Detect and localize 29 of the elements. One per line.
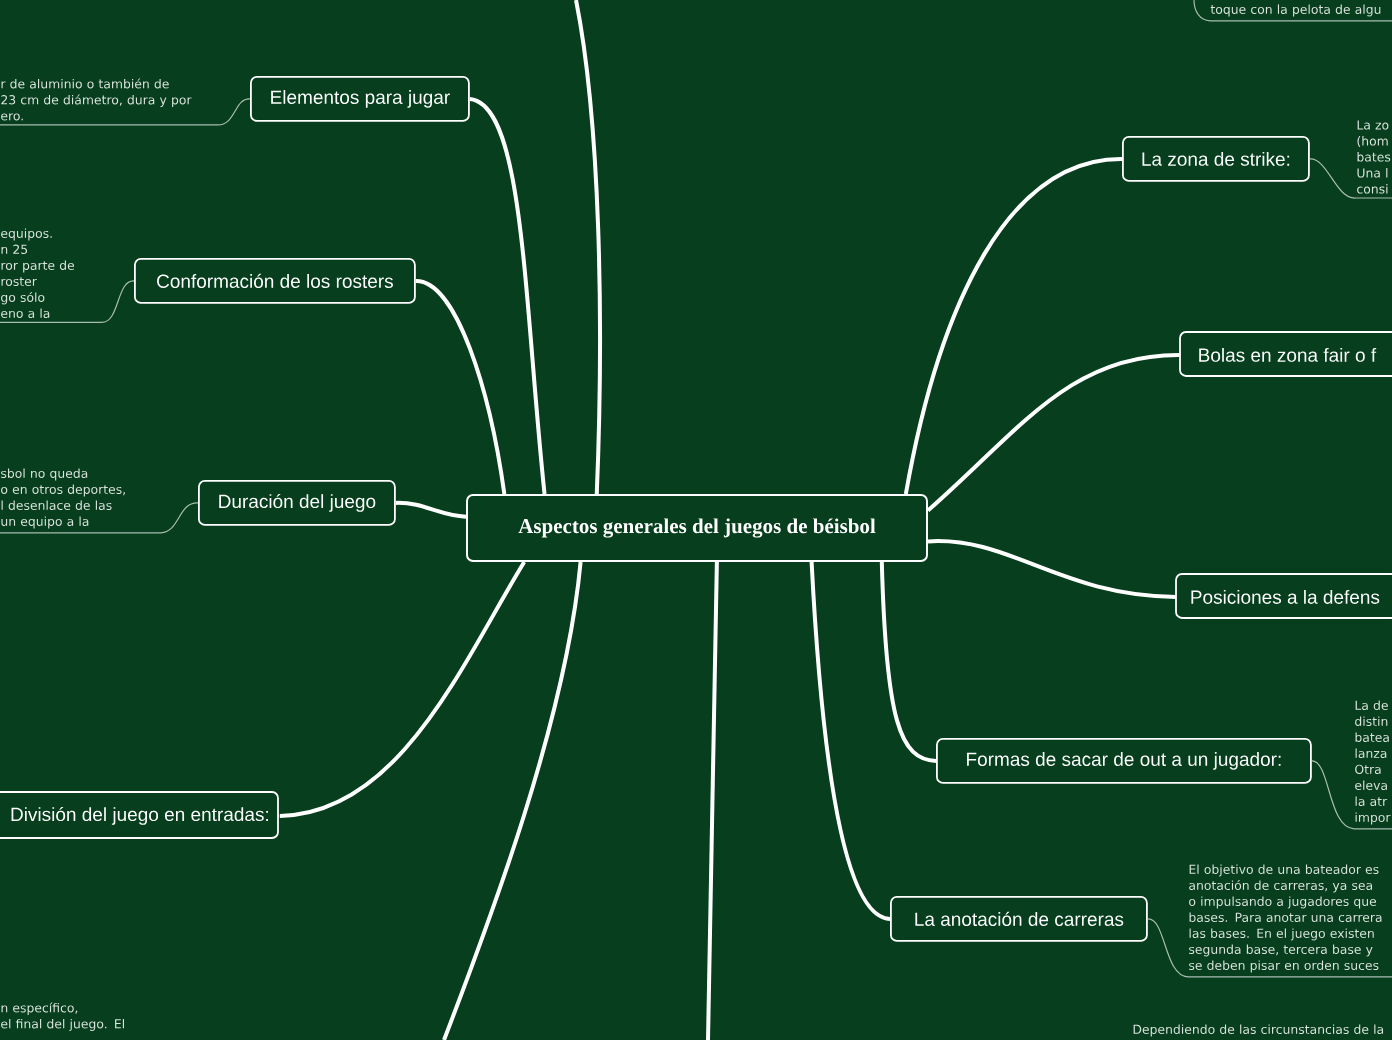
topic-box: Elementos para jugar [250, 76, 470, 122]
leader-line [0, 98, 251, 126]
branch-line [926, 352, 1181, 512]
topic-box: División del juego en entradas: [0, 791, 279, 839]
leader-line [0, 502, 199, 534]
branch-line [706, 561, 719, 1040]
branch-line [574, 0, 602, 495]
topic-box: Conformación de los rosters [134, 258, 416, 304]
topic-box: Posiciones a la defens [1175, 573, 1392, 619]
branch-line [879, 561, 937, 763]
topic-box: Bolas en zona fair o f [1179, 331, 1392, 377]
topic-box: La anotación de carreras [890, 896, 1148, 942]
branch-line [469, 97, 547, 495]
topic-box: Formas de sacar de out a un jugador: [936, 738, 1312, 784]
leader-line [1311, 760, 1392, 830]
leader-line [1147, 918, 1392, 978]
leader-line [0, 280, 135, 323]
branch-line [928, 539, 1177, 599]
topic-box: Duración del juego [198, 480, 396, 526]
branch-line [395, 500, 467, 519]
branch-line [809, 561, 891, 921]
branch-line [415, 278, 507, 495]
branch-line [279, 561, 526, 818]
branch-line [903, 156, 1123, 495]
central-topic-box: Aspectos generales del juegos de béisbol [466, 494, 928, 562]
leader-line [1309, 158, 1392, 199]
topic-box: La zona de strike: [1122, 136, 1310, 182]
leader-line [1193, 0, 1392, 22]
branch-line [442, 561, 583, 1040]
